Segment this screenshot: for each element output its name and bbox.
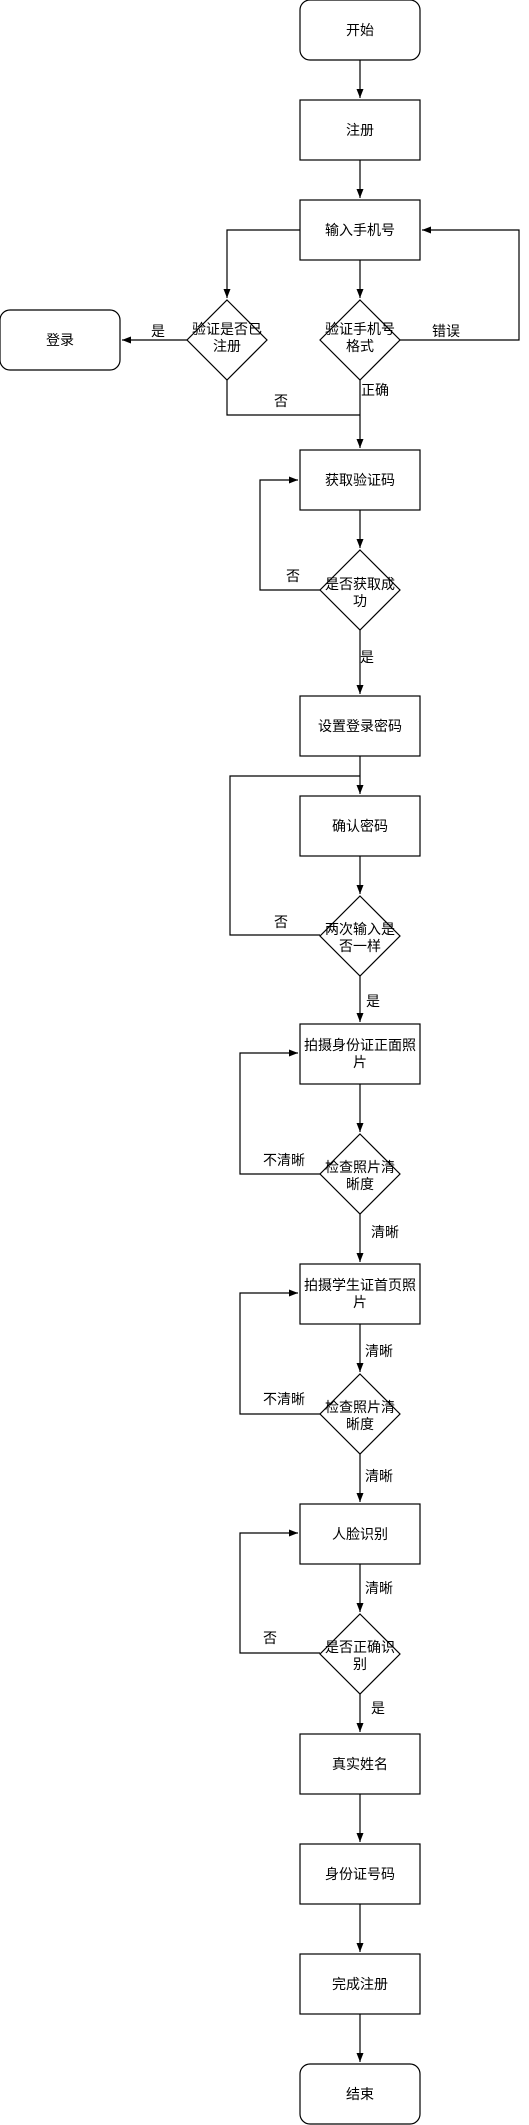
get-success-label: 是否获取成功 xyxy=(325,577,395,610)
edge-label-clarity2-good: 清晰 xyxy=(365,1469,393,1485)
check-registered-label: 验证是否已注册 xyxy=(192,322,262,355)
edge-clarity2-bad-loop xyxy=(239,1289,320,1415)
face-recog-label: 人脸识别 xyxy=(332,1527,388,1543)
set-password-label: 设置登录密码 xyxy=(318,718,402,735)
edge-label-same-yes: 是 xyxy=(366,994,380,1010)
edge-label-recog-no: 否 xyxy=(263,1631,277,1647)
register-label: 注册 xyxy=(346,123,374,139)
input-phone-step xyxy=(299,199,421,261)
check-format-label: 验证手机号格式 xyxy=(325,322,395,355)
check-clarity-1-label-line1: 检查照片清 xyxy=(325,1160,395,1176)
edge-label-registered-yes: 是 xyxy=(151,324,165,340)
check-clarity-1-label-line2: 晰度 xyxy=(346,1177,374,1193)
edge-label-clarity1-good: 清晰 xyxy=(371,1225,399,1241)
check-clarity-1-decision xyxy=(319,1133,401,1215)
edge-label-same-no: 否 xyxy=(274,915,288,931)
check-clarity-1-label: 检查照片清晰度 xyxy=(325,1160,395,1193)
edge-label-face-clear: 清晰 xyxy=(365,1581,393,1597)
check-clarity-2-label: 检查照片清晰度 xyxy=(325,1400,395,1433)
photo-student-label: 拍摄学生证首页照片 xyxy=(304,1278,416,1311)
photo-id-label: 拍摄身份证正面照片 xyxy=(304,1038,416,1071)
set-password-step xyxy=(299,695,421,757)
recog-ok-label: 是否正确识别 xyxy=(325,1640,395,1673)
input-phone-label: 输入手机号 xyxy=(325,223,395,239)
same-twice-label: 两次输入是否一样 xyxy=(325,922,395,955)
id-number-label: 身份证号码 xyxy=(325,1867,395,1883)
check-registered-label-line2: 注册 xyxy=(213,339,241,355)
edge-label-clarity2-top: 清晰 xyxy=(365,1344,393,1360)
edge-same-no-loop xyxy=(229,775,360,936)
real-name-label: 真实姓名 xyxy=(332,1757,388,1773)
get-code-label: 获取验证码 xyxy=(325,473,395,489)
edge-label-registered-no: 否 xyxy=(274,394,288,410)
edge-label-get-no: 否 xyxy=(286,569,300,585)
get-success-decision xyxy=(319,549,401,631)
edge-label-get-yes: 是 xyxy=(360,650,374,666)
confirm-password-label: 确认密码 xyxy=(332,818,388,835)
real-name-step xyxy=(299,1733,421,1795)
edge-input-check-registered xyxy=(223,229,300,298)
get-success-label-line2: 功 xyxy=(353,594,367,610)
edge-label-clarity1-bad: 不清晰 xyxy=(263,1153,305,1169)
check-clarity-2-label-line1: 检查照片清 xyxy=(325,1400,395,1416)
photo-id-step xyxy=(299,1023,421,1085)
edge-format-error-loop xyxy=(400,226,520,341)
photo-student-label-line2: 片 xyxy=(353,1295,367,1311)
id-number-step xyxy=(299,1843,421,1905)
end-terminal xyxy=(299,2063,421,2125)
photo-id-label-line2: 片 xyxy=(353,1055,367,1071)
login-terminal xyxy=(0,309,121,371)
end-label: 结束 xyxy=(346,2087,374,2103)
start-terminal xyxy=(299,0,421,61)
edge-clarity1-bad-loop xyxy=(239,1049,320,1175)
check-format-decision xyxy=(319,299,401,381)
recog-ok-decision xyxy=(319,1613,401,1695)
finish-label: 完成注册 xyxy=(332,1977,388,1993)
get-code-step xyxy=(299,449,421,511)
check-format-label-line2: 格式 xyxy=(346,339,374,355)
same-twice-decision xyxy=(319,895,401,977)
finish-step xyxy=(299,1953,421,2015)
edge-get-fail-loop xyxy=(259,476,320,591)
check-format-label-line1: 验证手机号 xyxy=(325,322,395,338)
photo-student-step xyxy=(299,1263,421,1325)
nodes: 开始 注册 输入手机号 登录 验证是否已注册 验证手机号格式 获取验证码 是否获… xyxy=(0,0,421,2125)
edge-label-clarity2-bad: 不清晰 xyxy=(263,1392,305,1408)
login-label: 登录 xyxy=(46,333,74,349)
edge-labels: 是 否 错误 正确 否 是 否 是 不清晰 清晰 清晰 不清晰 清晰 清晰 否 … xyxy=(151,324,460,1717)
check-clarity-2-decision xyxy=(319,1373,401,1455)
check-clarity-2-label-line2: 晰度 xyxy=(346,1417,374,1433)
start-label: 开始 xyxy=(346,23,374,39)
same-twice-label-line1: 两次输入是 xyxy=(325,922,395,938)
check-registered-decision xyxy=(186,299,268,381)
edge-registered-no xyxy=(226,380,360,416)
get-success-label-line1: 是否获取成 xyxy=(325,577,395,593)
edge-label-recog-yes: 是 xyxy=(371,1701,385,1717)
recog-ok-label-line1: 是否正确识 xyxy=(325,1640,395,1656)
photo-id-label-line1: 拍摄身份证正面照 xyxy=(304,1038,416,1054)
confirm-password-step xyxy=(299,795,421,857)
edge-label-format-ok: 正确 xyxy=(361,383,389,399)
face-recog-step xyxy=(299,1503,421,1565)
register-step xyxy=(299,99,421,161)
edge-label-format-error: 错误 xyxy=(432,324,460,340)
photo-student-label-line1: 拍摄学生证首页照 xyxy=(304,1278,416,1294)
recog-ok-label-line2: 别 xyxy=(353,1657,367,1673)
check-registered-label-line1: 验证是否已 xyxy=(192,322,262,338)
edges xyxy=(122,60,520,2062)
same-twice-label-line2: 否一样 xyxy=(339,939,381,955)
edge-recog-no-loop xyxy=(239,1529,320,1654)
